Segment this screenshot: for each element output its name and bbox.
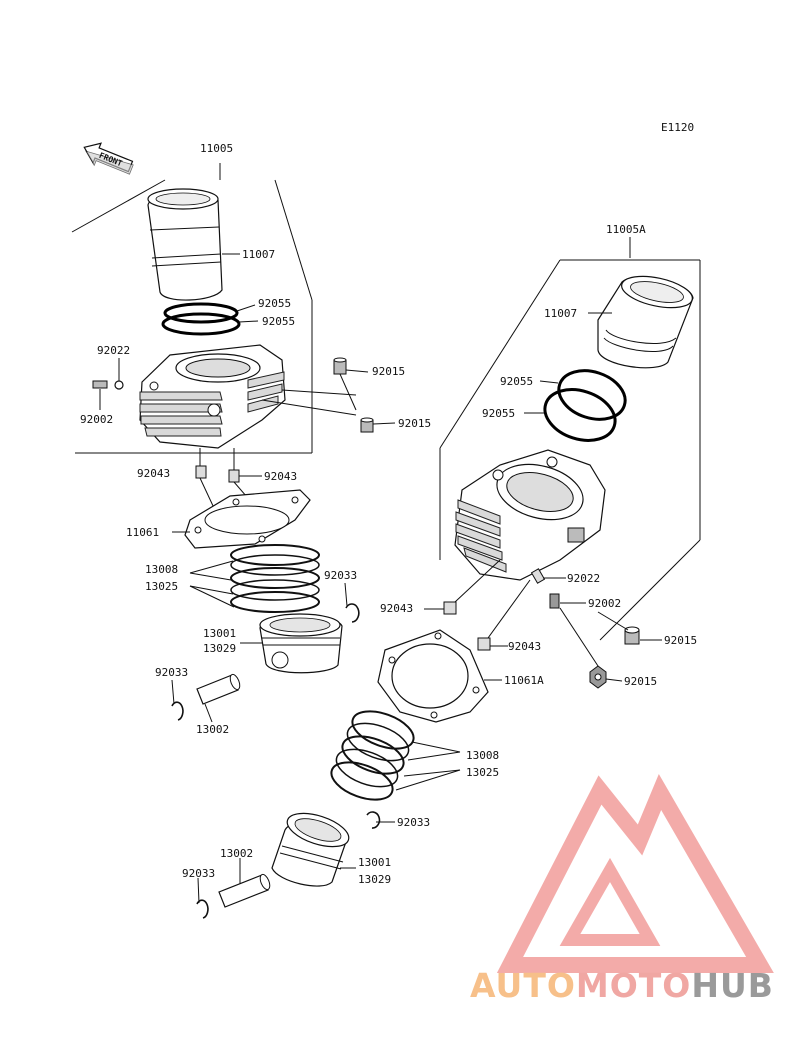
diagram-code: E1120 [661, 121, 694, 134]
piston-pin-front [196, 673, 241, 705]
label-92015-front-2: 92015 [398, 417, 431, 430]
label-92033-front-2: 92033 [155, 666, 188, 679]
cylinder-sleeve-front [147, 188, 223, 301]
watermark-part-2: MOTO [576, 966, 691, 1005]
label-92002-rear: 92002 [588, 597, 621, 610]
nut-92015-rear-2 [589, 665, 607, 689]
piston-rings-rear [330, 710, 415, 801]
piston-rings-front [230, 544, 320, 613]
label-92015-front-1: 92015 [372, 365, 405, 378]
circlip-92033-front-2 [171, 701, 184, 721]
label-92022-rear: 92022 [567, 572, 600, 585]
label-92055-rear-2: 92055 [482, 407, 515, 420]
watermark-part-3: HUB [691, 966, 774, 1005]
o-ring-front-lower [161, 312, 241, 336]
base-gasket-front [184, 489, 311, 549]
watermark-logo [496, 773, 774, 973]
label-92002-front: 92002 [80, 413, 113, 426]
label-13025-rear: 13025 [466, 766, 499, 779]
o-ring-front-upper [163, 302, 239, 324]
label-92015-rear-1: 92015 [664, 634, 697, 647]
label-13029-rear: 13029 [358, 873, 391, 886]
bolt-92002-rear [549, 593, 560, 609]
label-11007-front: 11007 [242, 248, 275, 261]
bolt-92002-front [92, 380, 108, 389]
label-92055-rear-1: 92055 [500, 375, 533, 388]
piston-rear [271, 812, 350, 887]
o-ring-rear-upper [557, 369, 627, 421]
watermark-text: AUTOMOTOHUB [470, 966, 774, 1005]
dowel-92043-front-1 [195, 465, 207, 479]
front-cylinder-frame [71, 163, 313, 454]
nut-92015-rear-1 [624, 626, 640, 645]
piston-front [259, 613, 343, 674]
label-92043-front-2: 92043 [264, 470, 297, 483]
label-13029-front: 13029 [203, 642, 236, 655]
label-92043-rear-1: 92043 [380, 602, 413, 615]
label-11007-rear: 11007 [544, 307, 577, 320]
label-13002-front: 13002 [196, 723, 229, 736]
nut-92015-front-2 [360, 417, 374, 433]
nut-92015-front-1 [333, 357, 347, 375]
label-13002-rear: 13002 [220, 847, 253, 860]
circlip-92033-rear-1 [366, 811, 381, 829]
dowel-92043-front-2 [228, 469, 240, 483]
label-92055-front-1: 92055 [258, 297, 291, 310]
washer-92022-front [114, 380, 124, 390]
label-13008-front: 13008 [145, 563, 178, 576]
label-92055-front-2: 92055 [262, 315, 295, 328]
washer-92022-rear [530, 568, 546, 584]
label-13001-front: 13001 [203, 627, 236, 640]
label-13025-front: 13025 [145, 580, 178, 593]
label-92043-rear-2: 92043 [508, 640, 541, 653]
label-11061: 11061 [126, 526, 159, 539]
label-11061A: 11061A [504, 674, 544, 687]
label-92033-rear-2: 92033 [182, 867, 215, 880]
label-92043-front-1: 92043 [137, 467, 170, 480]
watermark-part-1: AUTO [470, 966, 576, 1005]
label-13001-rear: 13001 [358, 856, 391, 869]
label-92022-front: 92022 [97, 344, 130, 357]
piston-pin-rear [218, 873, 271, 908]
label-11005A: 11005A [606, 223, 646, 236]
front-arrow-icon: FRONT [83, 142, 134, 175]
label-92033-front-1: 92033 [324, 569, 357, 582]
cylinder-block-rear [454, 449, 606, 581]
label-92033-rear-1: 92033 [397, 816, 430, 829]
cylinder-block-front [139, 344, 286, 449]
cylinder-sleeve-rear [597, 275, 694, 369]
o-ring-rear-lower [543, 388, 617, 442]
label-92015-rear-2: 92015 [624, 675, 657, 688]
dowel-92043-rear-2 [477, 637, 491, 651]
label-13008-rear: 13008 [466, 749, 499, 762]
circlip-92033-front-1 [345, 603, 360, 623]
base-gasket-rear [377, 629, 489, 723]
label-11005: 11005 [200, 142, 233, 155]
dowel-92043-rear-1 [443, 601, 457, 615]
